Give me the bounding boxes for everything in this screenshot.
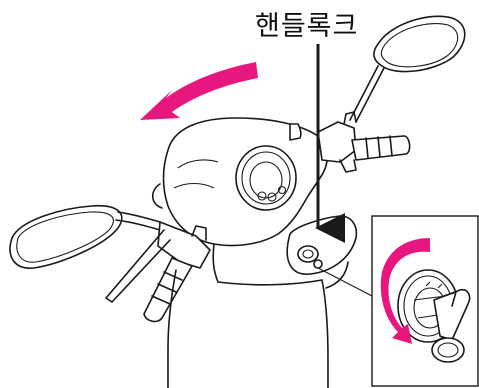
- left-handlebar: [106, 222, 210, 321]
- left-mirror: [10, 206, 160, 268]
- key-detail-inset: [372, 216, 478, 386]
- speedometer: [236, 146, 296, 210]
- right-mirror: [350, 16, 465, 122]
- rotation-arrow-icon: [140, 62, 258, 120]
